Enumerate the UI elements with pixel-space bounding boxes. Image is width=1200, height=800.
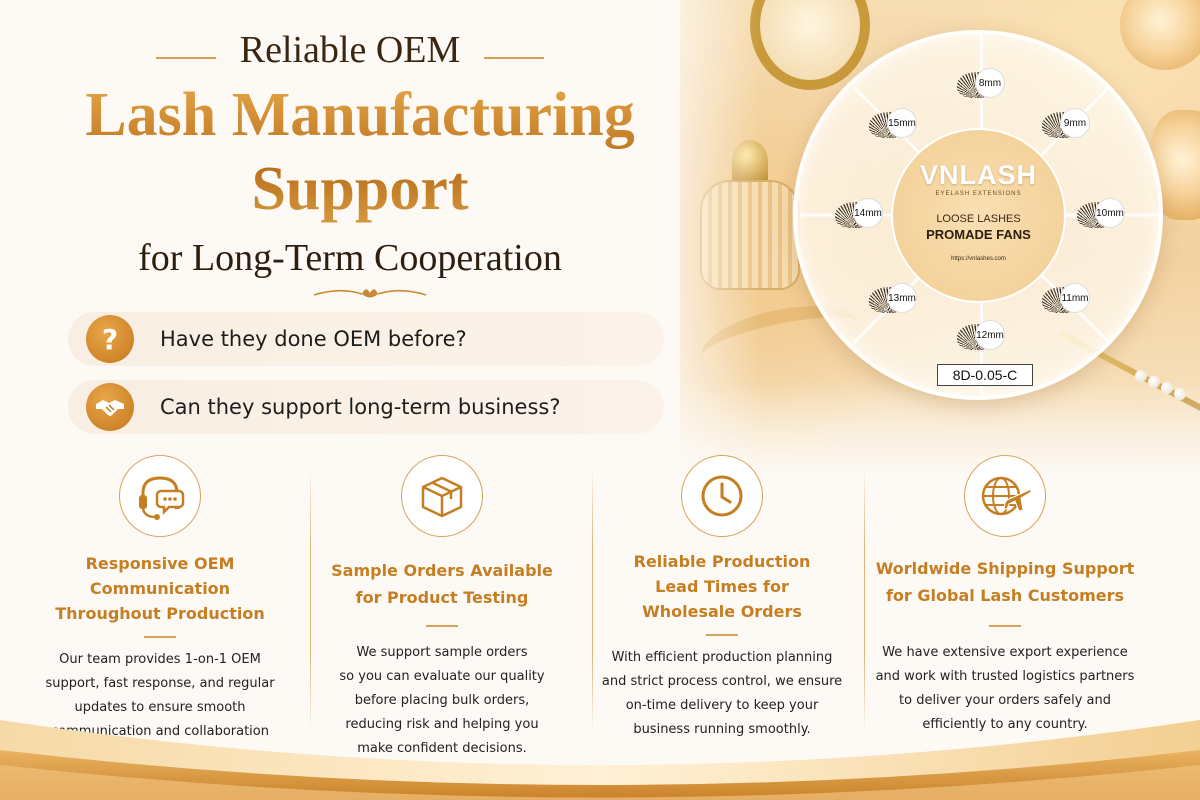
photo-fade-bottom	[680, 380, 1200, 480]
brand-logo: VNLASH	[919, 160, 1037, 190]
question-pill: Can they support long-term business?	[68, 380, 664, 434]
feature-rule	[989, 625, 1021, 627]
feature-body-line: updates to ensure smooth	[74, 700, 246, 715]
feature-rule	[706, 634, 738, 636]
feature-shipping: Worldwide Shipping Support for Global La…	[865, 455, 1145, 737]
feature-body-line: and work with trusted logistics partners	[875, 669, 1135, 684]
feature-body-line: efficiently to any country.	[922, 717, 1088, 732]
page-title: Lash Manufacturing Support	[20, 78, 700, 226]
feature-title: Sample Orders Available for Product Test…	[302, 557, 582, 611]
lash-compartment: 12mm	[957, 316, 1013, 356]
feature-body: With efficient production planning and s…	[582, 646, 862, 742]
pearl	[1135, 370, 1147, 382]
title-line: Support	[251, 155, 469, 223]
feature-rule	[426, 625, 458, 627]
clock-glyph	[701, 475, 743, 517]
tray-label: VNLASH EYELASH EXTENSIONS LOOSE LASHES P…	[891, 128, 1066, 303]
lash-tray: 8mm 9mm 10mm 11mm 12mm 13mm 14mm 15mm VN…	[793, 30, 1163, 400]
feature-title-line: Reliable Production	[633, 552, 811, 571]
size-tag: 13mm	[887, 283, 917, 313]
feature-title-line: Wholesale Orders	[642, 602, 802, 621]
box-glyph	[421, 476, 463, 518]
size-tag: 9mm	[1060, 108, 1090, 138]
feature-body: We have extensive export experience and …	[865, 641, 1145, 737]
feature-title: Responsive OEM Communication Throughout …	[20, 551, 300, 626]
brand-url: https://vnlashes.com	[951, 256, 1006, 262]
feature-title-line: Sample Orders Available	[331, 561, 553, 580]
title-line: Lash Manufacturing	[85, 81, 635, 149]
question-text: Can they support long-term business?	[160, 395, 561, 419]
size-tag: 8mm	[975, 68, 1005, 98]
lash-compartment: 13mm	[869, 279, 925, 319]
lash-compartment: 11mm	[1042, 279, 1098, 319]
question-text: Have they done OEM before?	[160, 327, 467, 351]
lash-compartment: 8mm	[957, 64, 1013, 104]
gold-mirror	[750, 0, 870, 90]
feature-title-line: Lead Times for	[655, 577, 789, 596]
kicker: Reliable OEM	[40, 28, 660, 72]
ornament-flourish-icon	[313, 289, 427, 298]
feature-body-line: reducing risk and helping you	[345, 717, 539, 732]
feature-body-line: make confident decisions.	[357, 741, 527, 756]
package-box-icon	[401, 455, 483, 537]
lash-compartment: 9mm	[1042, 104, 1098, 144]
feature-body-line: and strict process control, we ensure	[601, 674, 843, 689]
feature-body-line: With efficient production planning	[611, 650, 833, 665]
handshake-glyph	[96, 400, 124, 416]
globe-glyph	[981, 476, 1032, 516]
feature-title: Worldwide Shipping Support for Global La…	[865, 555, 1145, 609]
feature-title-line: Worldwide Shipping Support	[875, 559, 1135, 578]
feature-title-line: for Global Lash Customers	[885, 586, 1125, 605]
brand-tagline: EYELASH EXTENSIONS	[935, 191, 1022, 197]
spec-label: 8D-0.05-C	[937, 364, 1033, 386]
feature-body-line: support, fast response, and regular	[45, 676, 275, 691]
size-tag: 15mm	[887, 108, 917, 138]
handshake-icon	[86, 383, 134, 431]
clock-icon	[681, 455, 763, 537]
size-tag: 12mm	[975, 320, 1005, 350]
feature-body-line: Our team provides 1-on-1 OEM	[59, 652, 261, 667]
gold-wave-decoration	[0, 720, 1200, 800]
lash-compartment: 14mm	[835, 194, 891, 234]
feature-body-line: to deliver your orders safely and	[899, 693, 1111, 708]
feature-body-line: so you can evaluate our quality	[339, 669, 545, 684]
feature-body-line: on-time delivery to keep your	[625, 698, 819, 713]
feature-communication: Responsive OEM Communication Throughout …	[20, 455, 300, 768]
headset-chat-icon	[119, 455, 201, 537]
feature-title-line: Responsive OEM	[85, 554, 235, 573]
globe-airplane-icon	[964, 455, 1046, 537]
question-pill: ? Have they done OEM before?	[68, 312, 664, 366]
feature-title-line: Throughout Production	[55, 604, 265, 623]
kicker-rule-left	[155, 56, 216, 59]
feature-body-line: before placing bulk orders,	[354, 693, 530, 708]
feature-title: Reliable Production Lead Times for Whole…	[582, 549, 862, 624]
product-type: LOOSE LASHES	[936, 213, 1021, 225]
feature-divider	[310, 465, 311, 735]
rose-flower	[1120, 0, 1200, 70]
kicker-rule-right	[484, 56, 545, 59]
feature-body: We support sample orders so you can eval…	[302, 641, 582, 761]
page-subtitle: for Long-Term Cooperation	[138, 237, 562, 279]
size-tag: 14mm	[853, 198, 883, 228]
size-tag: 10mm	[1095, 198, 1125, 228]
product-name: PROMADE FANS	[926, 227, 1031, 242]
feature-lead-times: Reliable Production Lead Times for Whole…	[582, 455, 862, 742]
size-tag: 11mm	[1060, 283, 1090, 313]
feature-samples: Sample Orders Available for Product Test…	[302, 455, 582, 761]
headset-glyph	[139, 476, 185, 520]
feature-body-line: We support sample orders	[356, 645, 528, 660]
feature-divider	[592, 465, 593, 735]
feature-body-line: We have extensive export experience	[882, 645, 1128, 660]
feature-title-line: Communication	[89, 579, 231, 598]
kicker-text: Reliable OEM	[239, 29, 461, 71]
feature-divider	[864, 465, 865, 735]
feature-body-line: business running smoothly.	[633, 722, 811, 737]
lash-compartment: 15mm	[869, 104, 925, 144]
lash-compartment: 10mm	[1077, 194, 1133, 234]
question-mark-glyph: ?	[101, 322, 119, 356]
feature-title-line: for Product Testing	[355, 588, 529, 607]
feature-rule	[144, 636, 176, 638]
question-mark-icon: ?	[86, 315, 134, 363]
